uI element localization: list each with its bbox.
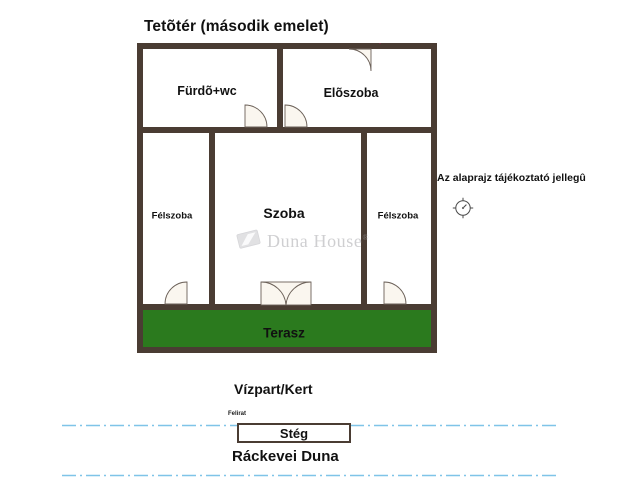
water-line-bottom	[0, 464, 617, 477]
pier-annotation-label: Felirat	[228, 411, 247, 417]
door-halfroom-right	[383, 281, 407, 305]
river-label: Ráckevei Duna	[232, 448, 339, 465]
room-label-felszoba-right: Félszoba	[377, 210, 419, 222]
door-hall	[284, 104, 308, 128]
room-label-felszoba-left: Félszoba	[151, 210, 193, 222]
page-title: Tetõtér (második emelet)	[144, 18, 329, 35]
shore-label: Vízpart/Kert	[234, 381, 313, 397]
water-line-top	[0, 414, 617, 427]
room-label-eloszoba: Elõszoba	[323, 86, 379, 100]
terrace-fill	[141, 309, 433, 350]
room-label-furdo-wc: Fürdõ+wc	[177, 84, 237, 98]
walls	[137, 43, 437, 353]
room-label-terasz: Terasz	[263, 325, 305, 341]
door-room-double	[260, 281, 312, 306]
pier-box	[237, 423, 351, 443]
door-halfroom-left	[164, 281, 188, 305]
room-label-szoba: Szoba	[263, 205, 305, 221]
floorplan-drawing	[137, 43, 437, 353]
entrance-arrow-icon	[379, 43, 381, 44]
compass-rose-icon	[452, 197, 474, 219]
door-bathroom	[244, 104, 268, 128]
room-fills	[140, 46, 434, 306]
pier-label: Stég	[279, 425, 309, 441]
plan-disclaimer: Az alaprajz tájékoztató jellegû	[437, 172, 586, 184]
door-entrance	[348, 48, 372, 72]
